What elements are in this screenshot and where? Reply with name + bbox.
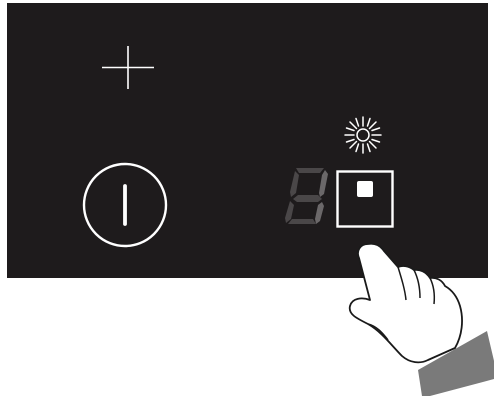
digit-display bbox=[282, 166, 330, 226]
square-button-icon bbox=[357, 181, 373, 197]
power-button[interactable] bbox=[81, 161, 169, 249]
sun-icon bbox=[343, 115, 383, 155]
pointing-hand-icon bbox=[340, 220, 494, 396]
plus-icon[interactable] bbox=[101, 45, 155, 90]
